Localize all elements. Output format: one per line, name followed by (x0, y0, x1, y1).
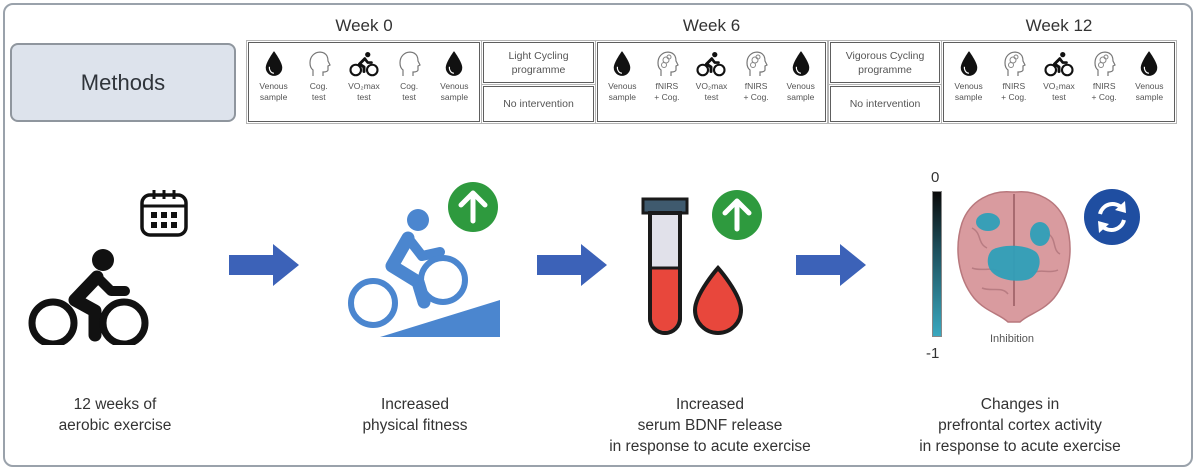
colorbar-max-label: 0 (931, 169, 940, 186)
test-venous-sample: Venous sample (601, 47, 643, 103)
methods-label-box: Methods (10, 43, 236, 122)
step-1-caption: 12 weeks of aerobic exercise (58, 396, 172, 434)
refresh-icon (1084, 189, 1140, 245)
flow-arrow-icon (537, 244, 607, 286)
brain-head-icon (999, 47, 1029, 81)
step-2-caption: Increased physical fitness (362, 396, 468, 434)
inhibition-label: Inhibition (990, 333, 1035, 345)
test-venous-sample: Venous sample (780, 47, 822, 103)
blood-drop-icon (786, 47, 816, 81)
week-0-tests-box: Venous sample Cog. test VO₂max test Cog.… (246, 40, 482, 124)
brain-head-icon (652, 47, 682, 81)
week-6-tests-box: Venous sample fNIRS + Cog. VO₂max test f… (595, 40, 828, 124)
test-fnirs-cog: fNIRS + Cog. (1083, 47, 1125, 103)
colorbar (932, 191, 942, 337)
cyclist-icon (349, 47, 379, 81)
step-3-caption: Increased serum BDNF release in response… (609, 396, 811, 455)
brain-head-icon (1089, 47, 1119, 81)
calendar-icon (140, 190, 188, 237)
light-cycling-programme-box: Light Cycling programme (481, 40, 596, 85)
cyclist-icon (1044, 47, 1074, 81)
blood-drop-icon (439, 47, 469, 81)
brain-icon (957, 191, 1071, 323)
test-cog: Cog. test (388, 47, 430, 103)
flow-arrow-icon (229, 244, 299, 286)
head-outline-icon (394, 47, 424, 81)
test-venous-sample: Venous sample (433, 47, 475, 103)
test-venous-sample: Venous sample (253, 47, 295, 103)
blood-drop-icon (607, 47, 637, 81)
week-12-title: Week 12 (1025, 16, 1093, 35)
no-intervention-box: No intervention (481, 84, 596, 124)
uphill-cyclist-icon (348, 209, 500, 337)
blood-tube-icon (641, 197, 744, 335)
step-4-caption: Changes in prefrontal cortex activity in… (919, 396, 1121, 455)
week-6-title: Week 6 (682, 16, 741, 35)
week-0-title: Week 0 (335, 16, 393, 35)
test-fnirs-cog: fNIRS + Cog. (646, 47, 688, 103)
test-fnirs-cog: fNIRS + Cog. (993, 47, 1035, 103)
test-venous-sample: Venous sample (948, 47, 990, 103)
flow-arrow-icon (796, 244, 866, 286)
blood-drop-icon (954, 47, 984, 81)
up-arrow-icon (448, 182, 498, 232)
blood-drop-icon (259, 47, 289, 81)
cyclist-icon (696, 47, 726, 81)
cyclist-icon (28, 249, 149, 345)
no-intervention-box: No intervention (828, 84, 942, 124)
head-outline-icon (304, 47, 334, 81)
test-vo2max: VO₂max test (343, 47, 385, 103)
test-vo2max: VO₂max test (1038, 47, 1080, 103)
test-vo2max: VO₂max test (690, 47, 732, 103)
up-arrow-icon (712, 190, 762, 240)
colorbar-min-label: -1 (926, 345, 940, 362)
test-fnirs-cog: fNIRS + Cog. (735, 47, 777, 103)
vigorous-cycling-programme-box: Vigorous Cycling programme (828, 40, 942, 85)
test-venous-sample: Venous sample (1128, 47, 1170, 103)
blood-drop-icon (1134, 47, 1164, 81)
methods-label: Methods (80, 69, 166, 95)
week-12-tests-box: Venous sample fNIRS + Cog. VO₂max test f… (941, 40, 1177, 124)
test-cog: Cog. test (298, 47, 340, 103)
brain-head-icon (741, 47, 771, 81)
